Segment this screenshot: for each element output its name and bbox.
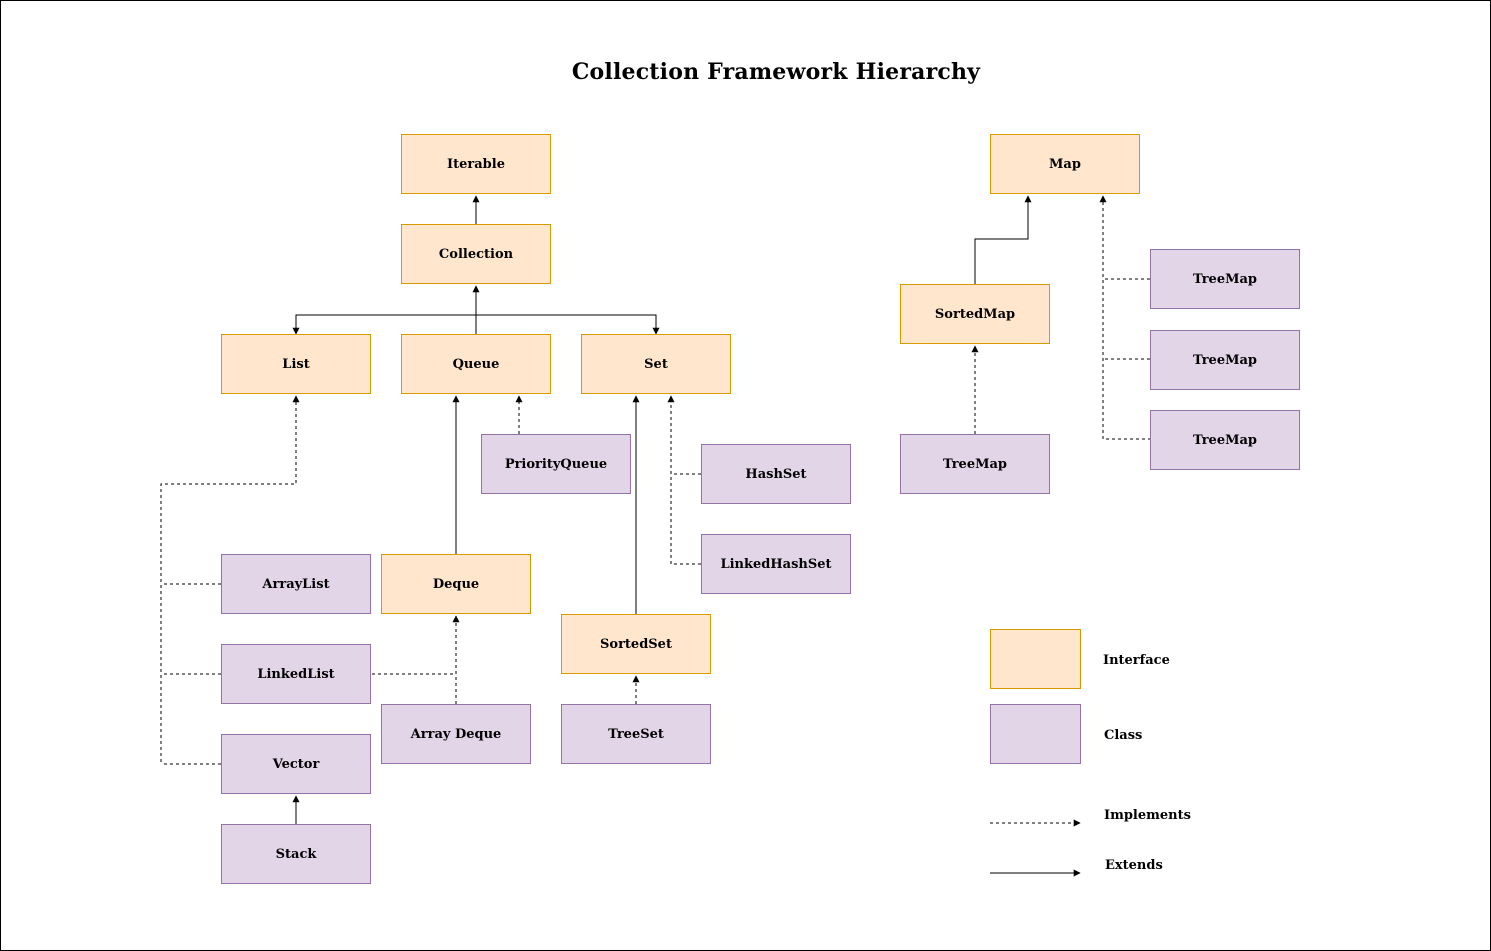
edge-list-bus — [160, 395, 300, 764]
node-queue[interactable]: Queue — [401, 334, 551, 394]
node-sorted-map[interactable]: SortedMap — [900, 284, 1050, 344]
edge-list-collection — [292, 314, 476, 335]
node-tree-map-sorted[interactable]: TreeMap — [900, 434, 1050, 494]
node-array-list[interactable]: ArrayList — [221, 554, 371, 614]
legend-interface-label: Interface — [1103, 653, 1170, 668]
legend-implements-label: Implements — [1104, 808, 1191, 823]
node-map[interactable]: Map — [990, 134, 1140, 194]
node-set[interactable]: Set — [581, 334, 731, 394]
legend-interface-swatch — [990, 629, 1081, 689]
node-vector[interactable]: Vector — [221, 734, 371, 794]
edge-set-collection — [476, 314, 660, 335]
node-array-deque[interactable]: Array Deque — [381, 704, 531, 764]
legend-class-swatch — [990, 704, 1081, 764]
legend-class-label: Class — [1104, 728, 1143, 743]
edge-treemaps-map — [1099, 195, 1150, 440]
diagram-title: Collection Framework Hierarchy — [571, 59, 981, 85]
node-tree-map-2[interactable]: TreeMap — [1150, 330, 1300, 390]
node-collection[interactable]: Collection — [401, 224, 551, 284]
node-iterable[interactable]: Iterable — [401, 134, 551, 194]
node-tree-set[interactable]: TreeSet — [561, 704, 711, 764]
node-sorted-set[interactable]: SortedSet — [561, 614, 711, 674]
legend-extends-label: Extends — [1105, 858, 1163, 873]
edge-hashset-set — [667, 395, 701, 475]
node-hash-set[interactable]: HashSet — [701, 444, 851, 504]
node-tree-map-1[interactable]: TreeMap — [1150, 249, 1300, 309]
node-linked-list[interactable]: LinkedList — [221, 644, 371, 704]
edge-sortedmap-map — [974, 195, 1032, 284]
node-priority-queue[interactable]: PriorityQueue — [481, 434, 631, 494]
node-list[interactable]: List — [221, 334, 371, 394]
node-linked-hash-set[interactable]: LinkedHashSet — [701, 534, 851, 594]
node-deque[interactable]: Deque — [381, 554, 531, 614]
edge-linkedhashset-set — [670, 474, 701, 565]
node-stack[interactable]: Stack — [221, 824, 371, 884]
node-tree-map-3[interactable]: TreeMap — [1150, 410, 1300, 470]
